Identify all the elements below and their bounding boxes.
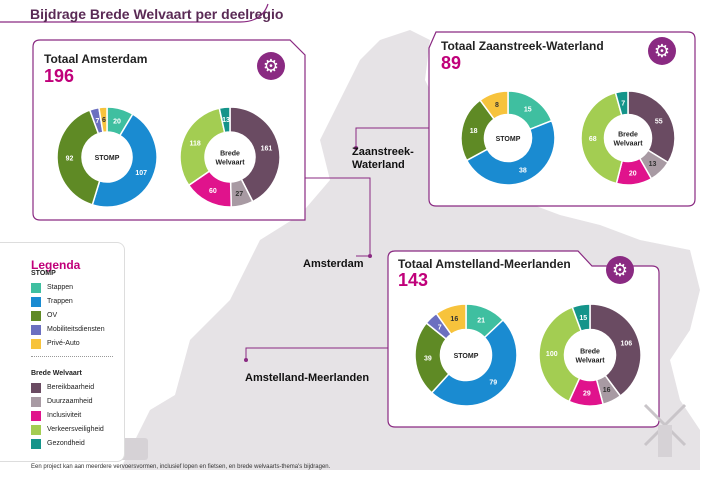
bw-slice-gezondheid: [218, 106, 231, 134]
bw-value-label-duurzaamheid: 16: [603, 387, 611, 394]
stomp-value-label-prive_auto: 8: [495, 102, 499, 109]
bw-slice-gezondheid: [571, 303, 591, 333]
stomp-value-label-stappen: 20: [113, 118, 121, 125]
region-label-zaanstreek: Zaanstreek-Waterland: [352, 146, 414, 171]
bw-value-label-verkeersveiligheid: 100: [546, 351, 558, 358]
stomp-value-label-trappen: 107: [135, 170, 147, 177]
bw-slice-bereikbaarheid: [627, 90, 676, 164]
stomp-center-label: STOMP: [496, 136, 521, 143]
windmill-icon: [643, 403, 687, 457]
legend-title: Legenda: [31, 258, 81, 272]
stomp-value-label-stappen: 21: [477, 317, 485, 324]
gear-icon: ⚙: [648, 37, 676, 65]
bw-value-label-verkeersveiligheid: 68: [589, 136, 597, 143]
connector-zaanstreek: [355, 127, 429, 148]
stomp-value-label-mobiliteit: 7: [438, 325, 442, 332]
bw-value-label-gezondheid: 15: [579, 315, 587, 322]
stomp-value-label-trappen: 38: [519, 167, 527, 174]
footnote: Een project kan aan meerdere vervoersvor…: [31, 464, 331, 470]
region-label-amstelland: Amstelland-Meerlanden: [245, 372, 370, 384]
stomp-slice-trappen: [91, 113, 158, 208]
bw-center-label: Brede: [618, 132, 638, 139]
bw-center-label: Brede: [580, 349, 600, 356]
stomp-value-label-stappen: 15: [524, 106, 532, 113]
stomp-value-label-ov: 92: [66, 156, 74, 163]
gear-icon: ⚙: [257, 52, 285, 80]
legend-item-gezondheid: Gezondheid: [31, 439, 85, 449]
title-underline: [0, 3, 269, 23]
stomp-value-label-ov: 39: [424, 355, 432, 362]
stomp-value-label-mobiliteit: 7: [96, 118, 100, 125]
stomp-center-label: STOMP: [454, 353, 479, 360]
bw-slice-bereikbaarheid: [229, 106, 281, 203]
legend-stomp-header: STOMP: [31, 270, 56, 277]
bw-slice-bereikbaarheid: [589, 303, 642, 398]
bw-value-label-duurzaamheid: 13: [649, 161, 657, 168]
panel-title-amstelland: Totaal Amstelland-Meerlanden: [398, 257, 571, 271]
stomp-value-label-prive_auto: 6: [102, 117, 106, 124]
legend-separator: [31, 356, 113, 357]
legend-item-mobiliteitsdiensten: Mobiliteitsdiensten: [31, 325, 105, 335]
region-label-amsterdam: Amsterdam: [303, 258, 364, 270]
bw-value-label-inclusiviteit: 29: [583, 391, 591, 398]
legend-item-ov: OV: [31, 311, 57, 321]
stomp-slice-trappen: [430, 318, 518, 407]
page-title: Bijdrage Brede Welvaart per deelregio: [30, 6, 284, 22]
legend-item-verkeersveiligheid: Verkeersveiligheid: [31, 425, 104, 435]
bw-value-label-bereikbaarheid: 106: [620, 341, 632, 348]
legend-item-inclusiviteit: Inclusiviteit: [31, 411, 81, 421]
connector-amstelland: [245, 347, 388, 360]
stomp-slice-trappen: [465, 119, 556, 186]
bw-value-label-inclusiviteit: 60: [209, 188, 217, 195]
legend-item-stappen: Stappen: [31, 283, 73, 293]
stomp-value-label-prive_auto: 16: [450, 316, 458, 323]
stomp-slice-ov: [56, 109, 101, 206]
legend-box: [0, 242, 125, 462]
bw-center-label: Welvaart: [613, 141, 643, 148]
bw-value-label-gezondheid: 13: [222, 117, 230, 124]
bw-value-label-bereikbaarheid: 161: [261, 146, 273, 153]
bw-center-label: Welvaart: [215, 160, 245, 167]
bw-value-label-inclusiviteit: 20: [629, 170, 637, 177]
stomp-value-label-ov: 18: [470, 128, 478, 135]
stomp-center-label: STOMP: [95, 155, 120, 162]
bw-center-label: Brede: [220, 151, 240, 158]
bw-slice-verkeersveiligheid: [580, 91, 624, 185]
stomp-slice-prive_auto: [479, 90, 509, 121]
bw-center-label: Welvaart: [575, 358, 605, 365]
legend-bw-header: Brede Welvaart: [31, 370, 82, 377]
bw-value-label-verkeersveiligheid: 118: [189, 141, 200, 148]
bw-slice-verkeersveiligheid: [538, 306, 583, 403]
legend-item-prive-auto: Privé-Auto: [31, 339, 80, 349]
panel-total-amstelland: 143: [398, 270, 429, 290]
stomp-slice-prive_auto: [435, 303, 467, 336]
legend-item-duurzaamheid: Duurzaamheid: [31, 397, 93, 407]
bw-value-label-gezondheid: 7: [621, 101, 625, 108]
connector-amsterdam: [305, 177, 371, 257]
panel-total-amsterdam: 196: [44, 66, 75, 86]
legend-item-bereikbaarheid: Bereikbaarheid: [31, 383, 94, 393]
bw-slice-verkeersveiligheid: [179, 107, 226, 187]
stomp-slice-prive_auto: [98, 106, 108, 134]
bw-value-label-bereikbaarheid: 55: [655, 118, 663, 125]
bw-value-label-duurzaamheid: 27: [235, 191, 243, 198]
legend-item-trappen: Trappen: [31, 297, 73, 307]
panel-frame-amsterdam: [32, 39, 306, 221]
gear-icon: ⚙: [606, 256, 634, 284]
stomp-value-label-trappen: 79: [489, 379, 497, 386]
panel-title-zaanstreek: Totaal Zaanstreek-Waterland: [441, 39, 604, 53]
panel-total-zaanstreek: 89: [441, 53, 462, 73]
panel-title-amsterdam: Totaal Amsterdam: [44, 52, 148, 66]
bw-slice-gezondheid: [614, 90, 629, 117]
